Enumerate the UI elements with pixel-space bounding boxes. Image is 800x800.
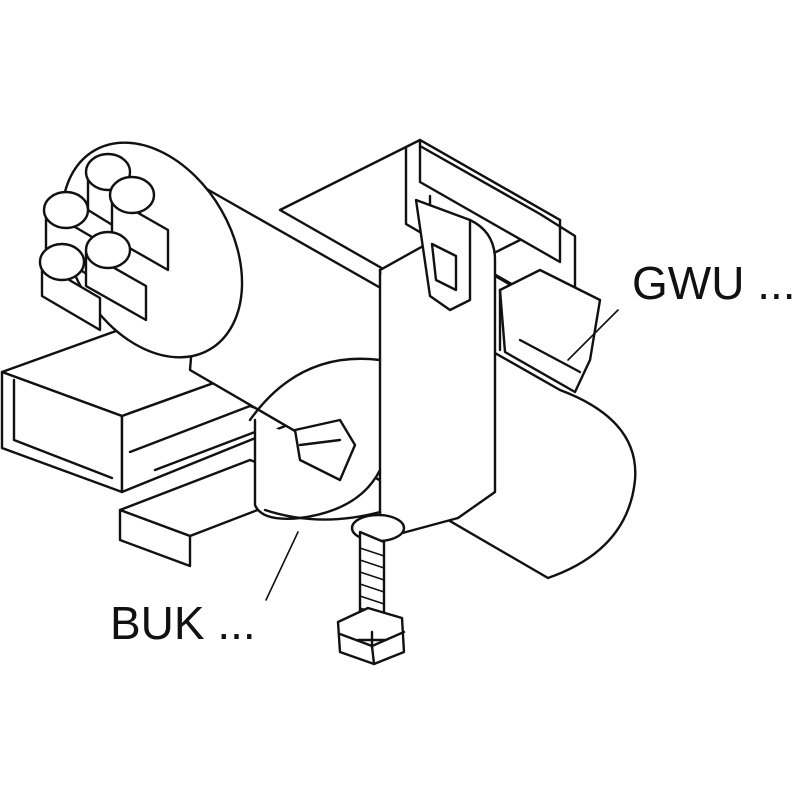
core-upper-right (108, 175, 170, 272)
gwu-leader-line (567, 309, 619, 361)
gwu-clip (498, 268, 602, 394)
buk-leader-line (265, 531, 299, 601)
buk-label: BUK ... (110, 597, 256, 649)
core-lower-left (38, 242, 102, 332)
conductor-cores (38, 152, 170, 332)
screw (336, 513, 406, 666)
gwu-label: GWU ... (632, 257, 796, 309)
core-lower-right (84, 230, 148, 322)
buk-clamp (248, 198, 497, 537)
